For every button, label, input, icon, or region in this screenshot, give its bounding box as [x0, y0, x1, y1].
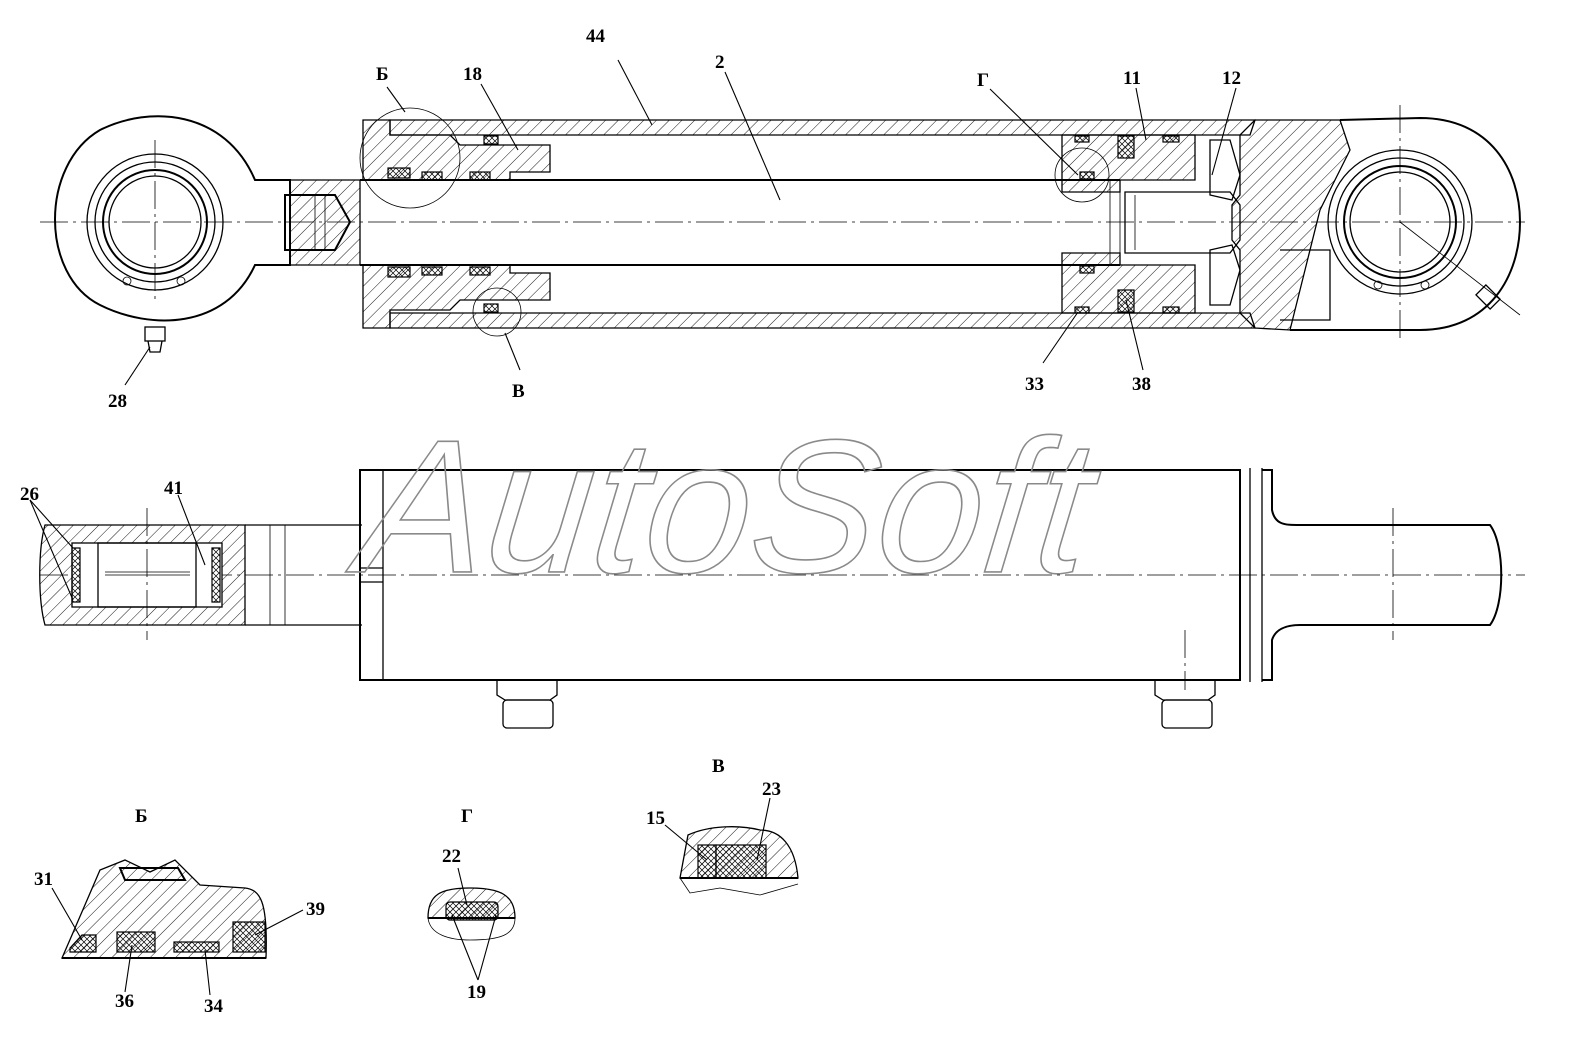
callout-22: 22 — [442, 846, 461, 867]
callout-12: 12 — [1222, 68, 1241, 89]
right-eye — [1280, 105, 1522, 338]
callout-11: 11 — [1123, 68, 1141, 89]
left-eye — [54, 115, 291, 353]
detail-b-circle — [359, 107, 461, 209]
external-view — [29, 468, 1525, 729]
callout-36: 36 — [115, 991, 134, 1012]
callout-31: 31 — [34, 869, 53, 890]
gland-upper — [362, 119, 551, 181]
piston-rod — [360, 179, 1121, 266]
detail-g-title: Г — [461, 806, 473, 827]
callout-b: Б — [376, 64, 389, 85]
callout-v: В — [512, 381, 525, 402]
detail-g-circle — [1054, 147, 1110, 203]
callout-38: 38 — [1132, 374, 1151, 395]
callout-41: 41 — [164, 478, 183, 499]
detail-b-title: Б — [135, 806, 148, 827]
callout-15: 15 — [646, 808, 665, 829]
callout-44: 44 — [586, 26, 606, 47]
callout-39: 39 — [306, 899, 325, 920]
gland-lower — [362, 264, 551, 329]
detail-v-circle — [472, 287, 522, 337]
callout-g: Г — [977, 70, 989, 91]
detail-v-title: В — [712, 756, 725, 777]
callout-26: 26 — [20, 484, 39, 505]
rear-cap — [1231, 119, 1351, 331]
piston-lower — [1061, 252, 1196, 314]
watermark-text: AutoSoft — [341, 401, 1109, 612]
piston-upper — [1061, 134, 1196, 193]
callout-23: 23 — [762, 779, 781, 800]
section-view — [40, 59, 1525, 386]
callout-19: 19 — [467, 982, 486, 1003]
callout-33: 33 — [1025, 374, 1044, 395]
detail-g — [427, 867, 516, 981]
callout-34: 34 — [204, 996, 224, 1017]
barrel-top-wall — [389, 119, 1256, 136]
detail-b — [51, 859, 304, 996]
detail-v — [664, 797, 799, 896]
callout-2: 2 — [715, 52, 725, 73]
callout-18: 18 — [463, 64, 482, 85]
callout-28: 28 — [108, 391, 127, 412]
